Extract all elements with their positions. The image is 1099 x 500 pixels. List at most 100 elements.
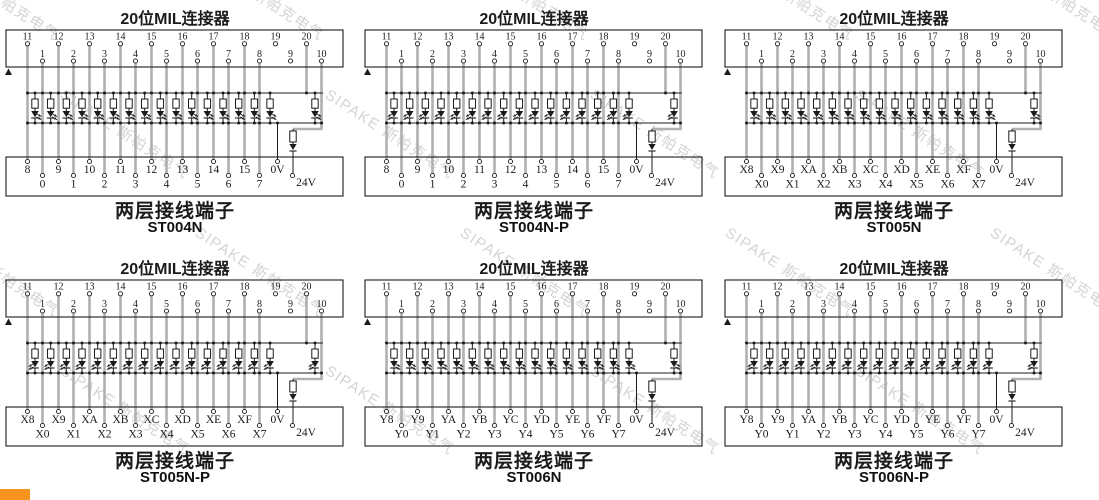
svg-text:Y5: Y5 bbox=[909, 429, 923, 441]
svg-text:10: 10 bbox=[676, 49, 686, 60]
svg-text:XD: XD bbox=[893, 164, 910, 176]
svg-text:1: 1 bbox=[71, 179, 77, 191]
led-indicator-array bbox=[750, 91, 1041, 125]
svg-text:4: 4 bbox=[852, 299, 857, 310]
svg-text:Y7: Y7 bbox=[611, 429, 625, 441]
svg-text:19: 19 bbox=[271, 32, 281, 43]
svg-text:20: 20 bbox=[302, 32, 312, 43]
svg-text:X2: X2 bbox=[816, 179, 830, 191]
svg-text:3: 3 bbox=[102, 299, 107, 310]
terminal-block-label: 两层接线端子 bbox=[833, 201, 954, 222]
svg-text:8: 8 bbox=[976, 49, 981, 60]
model-number: ST005N-P bbox=[139, 469, 211, 486]
svg-text:16: 16 bbox=[537, 32, 547, 43]
terminal-block-box bbox=[364, 406, 703, 447]
svg-text:17: 17 bbox=[209, 282, 219, 293]
power-protection-circuit bbox=[1008, 129, 1016, 173]
svg-text:8: 8 bbox=[616, 49, 621, 60]
svg-text:14: 14 bbox=[475, 282, 485, 293]
model-number: ST006N bbox=[506, 469, 562, 486]
svg-text:17: 17 bbox=[928, 282, 938, 293]
svg-text:3: 3 bbox=[821, 49, 826, 60]
svg-text:15: 15 bbox=[147, 282, 157, 293]
svg-text:18: 18 bbox=[240, 282, 250, 293]
led-indicator-array bbox=[28, 341, 319, 375]
svg-text:12: 12 bbox=[413, 32, 423, 43]
svg-text:7: 7 bbox=[585, 299, 590, 310]
svg-text:X7: X7 bbox=[252, 429, 266, 441]
svg-text:7: 7 bbox=[616, 179, 622, 191]
svg-text:0V: 0V bbox=[989, 414, 1004, 426]
svg-text:15: 15 bbox=[506, 282, 516, 293]
terminal-block-label: 两层接线端子 bbox=[114, 451, 235, 472]
svg-text:7: 7 bbox=[226, 49, 231, 60]
connector-boxes bbox=[5, 279, 344, 447]
svg-text:11: 11 bbox=[23, 282, 33, 293]
svg-text:X8: X8 bbox=[20, 414, 34, 426]
svg-text:17: 17 bbox=[568, 32, 578, 43]
signal-wires bbox=[385, 46, 682, 173]
svg-text:19: 19 bbox=[630, 282, 640, 293]
terminal-block-box bbox=[5, 156, 344, 197]
svg-text:Y4: Y4 bbox=[518, 429, 532, 441]
svg-text:8: 8 bbox=[25, 164, 31, 176]
svg-text:16: 16 bbox=[537, 282, 547, 293]
orientation-marker bbox=[364, 318, 371, 325]
svg-text:10: 10 bbox=[443, 164, 455, 176]
terminal-block-label: 两层接线端子 bbox=[473, 451, 594, 472]
svg-text:Y9: Y9 bbox=[410, 414, 424, 426]
power-protection-circuit bbox=[289, 129, 297, 173]
led-indicator-array bbox=[387, 91, 678, 125]
svg-text:20: 20 bbox=[661, 282, 671, 293]
svg-text:X0: X0 bbox=[35, 429, 49, 441]
svg-text:5: 5 bbox=[164, 299, 169, 310]
svg-text:16: 16 bbox=[178, 32, 188, 43]
terminal-block-box bbox=[364, 156, 703, 197]
svg-text:8: 8 bbox=[616, 299, 621, 310]
svg-text:16: 16 bbox=[897, 32, 907, 43]
svg-text:1: 1 bbox=[40, 299, 45, 310]
svg-text:3: 3 bbox=[461, 49, 466, 60]
mil-connector-label: 20位MIL连接器 bbox=[839, 261, 949, 278]
svg-text:YB: YB bbox=[832, 414, 848, 426]
svg-text:20: 20 bbox=[1021, 32, 1031, 43]
svg-text:X6: X6 bbox=[221, 429, 235, 441]
svg-text:XE: XE bbox=[206, 414, 221, 426]
svg-text:0V: 0V bbox=[270, 164, 285, 176]
svg-text:8: 8 bbox=[384, 164, 390, 176]
model-number: ST004N-P bbox=[498, 219, 570, 236]
svg-text:X1: X1 bbox=[66, 429, 80, 441]
svg-text:Y1: Y1 bbox=[785, 429, 799, 441]
svg-text:12: 12 bbox=[413, 282, 423, 293]
signal-wires bbox=[745, 296, 1042, 423]
svg-text:6: 6 bbox=[914, 299, 919, 310]
svg-text:10: 10 bbox=[1036, 49, 1046, 60]
svg-text:YD: YD bbox=[533, 414, 550, 426]
svg-text:9: 9 bbox=[288, 299, 293, 310]
svg-text:XF: XF bbox=[237, 414, 252, 426]
svg-text:Y8: Y8 bbox=[379, 414, 393, 426]
svg-text:14: 14 bbox=[567, 164, 579, 176]
svg-text:1: 1 bbox=[399, 299, 404, 310]
svg-text:14: 14 bbox=[475, 32, 485, 43]
svg-text:0V: 0V bbox=[629, 164, 644, 176]
svg-text:6: 6 bbox=[554, 49, 559, 60]
svg-text:X5: X5 bbox=[190, 429, 204, 441]
svg-text:4: 4 bbox=[492, 299, 497, 310]
svg-text:YF: YF bbox=[956, 414, 971, 426]
led-indicator-array bbox=[390, 341, 681, 375]
svg-text:XA: XA bbox=[800, 164, 817, 176]
svg-text:X1: X1 bbox=[785, 179, 799, 191]
